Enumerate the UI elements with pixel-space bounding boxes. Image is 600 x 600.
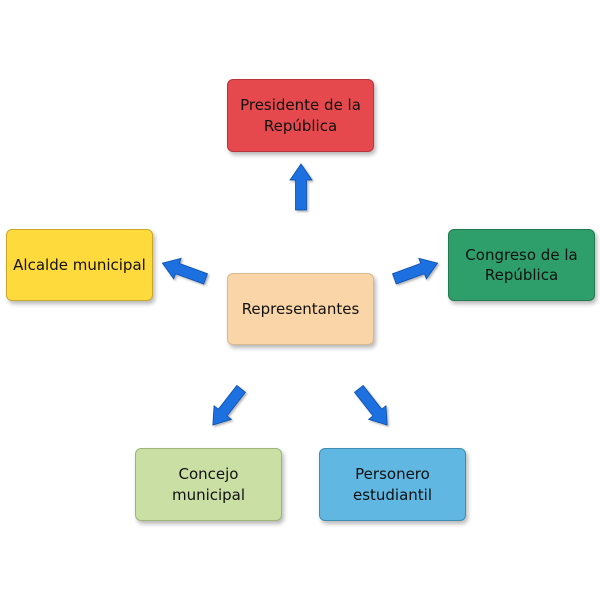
node-personero: Personero estudiantil — [319, 448, 466, 521]
node-presidente: Presidente de la República — [227, 79, 374, 152]
node-alcalde: Alcalde municipal — [6, 229, 153, 301]
node-label: Alcalde municipal — [13, 255, 146, 274]
node-label: Representantes — [241, 299, 360, 318]
node-label: Personero estudiantil — [352, 465, 433, 504]
arrow-down-right-icon — [353, 384, 388, 426]
node-representantes: Representantes — [227, 273, 374, 345]
node-label: Congreso de la República — [465, 245, 578, 284]
arrow-left-icon — [161, 257, 209, 285]
arrow-down-left-icon — [212, 384, 247, 426]
node-congreso: Congreso de la República — [448, 229, 595, 301]
arrow-up-icon — [289, 163, 313, 211]
node-concejo: Concejo municipal — [135, 448, 282, 521]
node-label: Presidente de la República — [240, 96, 361, 135]
arrow-right-icon — [391, 257, 439, 285]
node-label: Concejo municipal — [171, 465, 246, 504]
